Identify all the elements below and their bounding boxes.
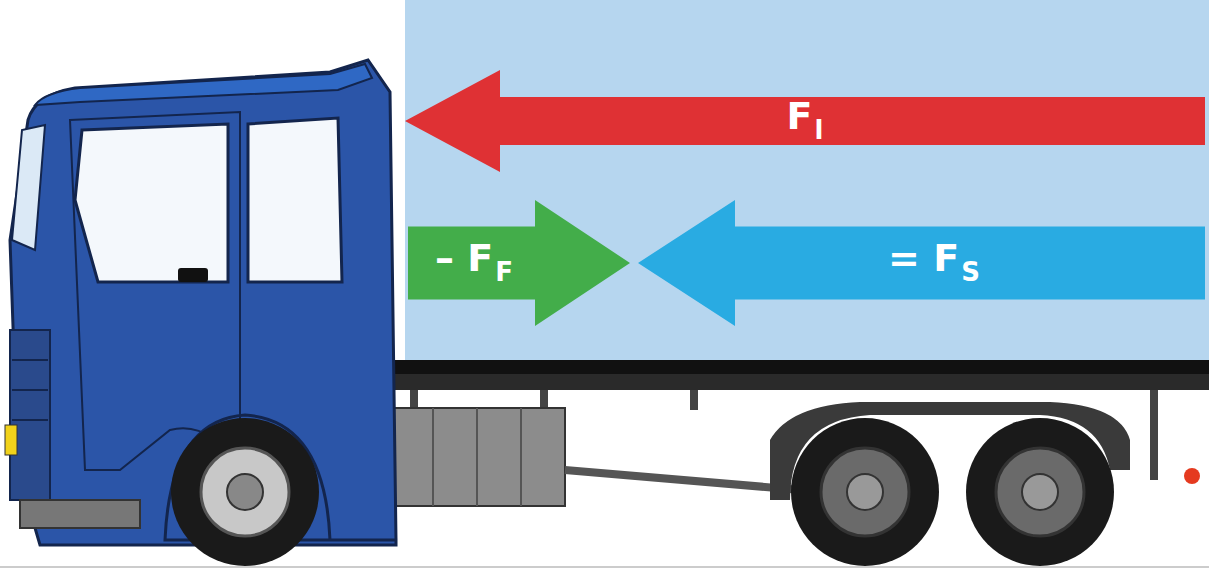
platform — [388, 360, 1209, 374]
rear-window — [248, 118, 342, 282]
force-symbol: F — [787, 94, 813, 138]
grille — [10, 330, 50, 500]
cargo-box — [405, 0, 1209, 362]
force-label: = FS — [888, 239, 980, 277]
fuel-tank — [390, 408, 565, 506]
frame — [388, 374, 1209, 390]
door — [70, 112, 240, 470]
windshield — [12, 125, 45, 250]
force-arrow-red: Fl — [405, 70, 1205, 172]
force-arrow-blue: = FS — [638, 200, 1205, 326]
ground-line — [0, 566, 1209, 568]
force-subscript: F — [495, 257, 513, 287]
force-symbol: = F — [888, 236, 959, 280]
force-label: Fl — [787, 97, 824, 135]
headlight — [5, 425, 17, 455]
door-handle — [178, 268, 208, 282]
force-subscript: S — [961, 257, 980, 287]
front-wheel — [171, 418, 319, 566]
force-label: – FF — [435, 239, 513, 277]
rear-light — [1184, 468, 1200, 484]
rear-wheel — [966, 418, 1114, 566]
force-arrow-green: – FF — [408, 200, 630, 326]
side-window — [75, 124, 228, 282]
bumper-step — [20, 500, 140, 528]
rear-wheel — [791, 418, 939, 566]
force-subscript: l — [815, 115, 824, 145]
force-symbol: – F — [435, 236, 493, 280]
